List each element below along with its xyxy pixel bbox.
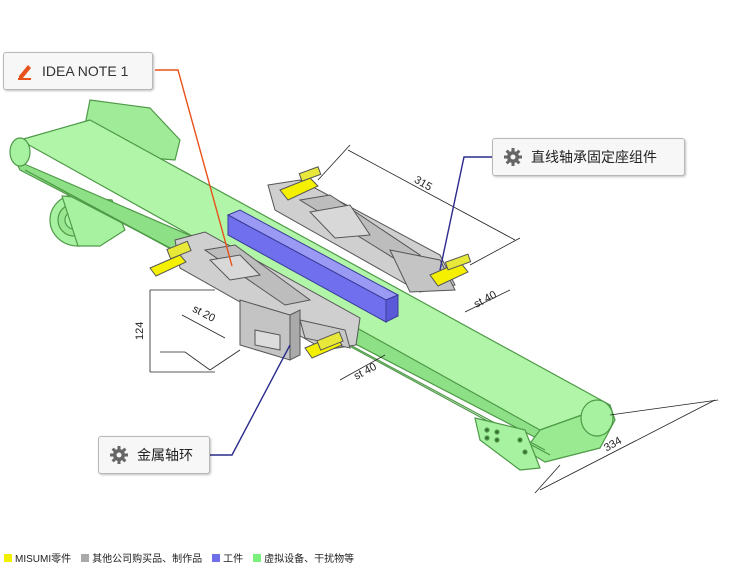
front-guide-mechanism [149, 231, 361, 361]
idea-note-label: IDEA NOTE 1 [42, 63, 129, 79]
rear-guide-mechanism [267, 166, 472, 293]
legend-swatch [81, 553, 90, 562]
legend-label: MISUMI零件 [15, 554, 72, 565]
bearing-block-callout[interactable]: 直线轴承固定座组件 [492, 138, 685, 176]
bearing-block-label: 直线轴承固定座组件 [531, 149, 657, 165]
legend-swatch [4, 553, 12, 562]
legend-item-workpiece: 工件 [212, 550, 243, 565]
workpiece-bar [226, 209, 400, 323]
legend-label: 其他公司购买品、制作品 [92, 554, 203, 565]
legend-item-misumi: MISUMI零件 [4, 550, 71, 565]
legend-swatch [253, 553, 262, 562]
metal-collar-callout[interactable]: 金属轴环 [98, 436, 210, 474]
leader-lines [155, 69, 492, 456]
dimension-lines [149, 144, 719, 494]
pencil-icon [18, 65, 31, 80]
legend: MISUMI零件 其他公司购买品、制作品 工件 虚拟设备、干扰物等 [4, 550, 364, 565]
legend-item-purchased: 其他公司购买品、制作品 [81, 550, 202, 565]
legend-label: 工件 [223, 554, 244, 565]
legend-swatch [212, 553, 221, 562]
idea-note-callout[interactable]: IDEA NOTE 1 [3, 52, 153, 90]
gear-icon [504, 148, 522, 166]
gear-icon [110, 446, 128, 464]
metal-collar-label: 金属轴环 [137, 447, 193, 463]
dim-124: 124 [134, 321, 146, 340]
legend-label: 虚拟设备、干扰物等 [264, 554, 355, 565]
legend-item-virtual: 虚拟设备、干扰物等 [253, 550, 354, 565]
